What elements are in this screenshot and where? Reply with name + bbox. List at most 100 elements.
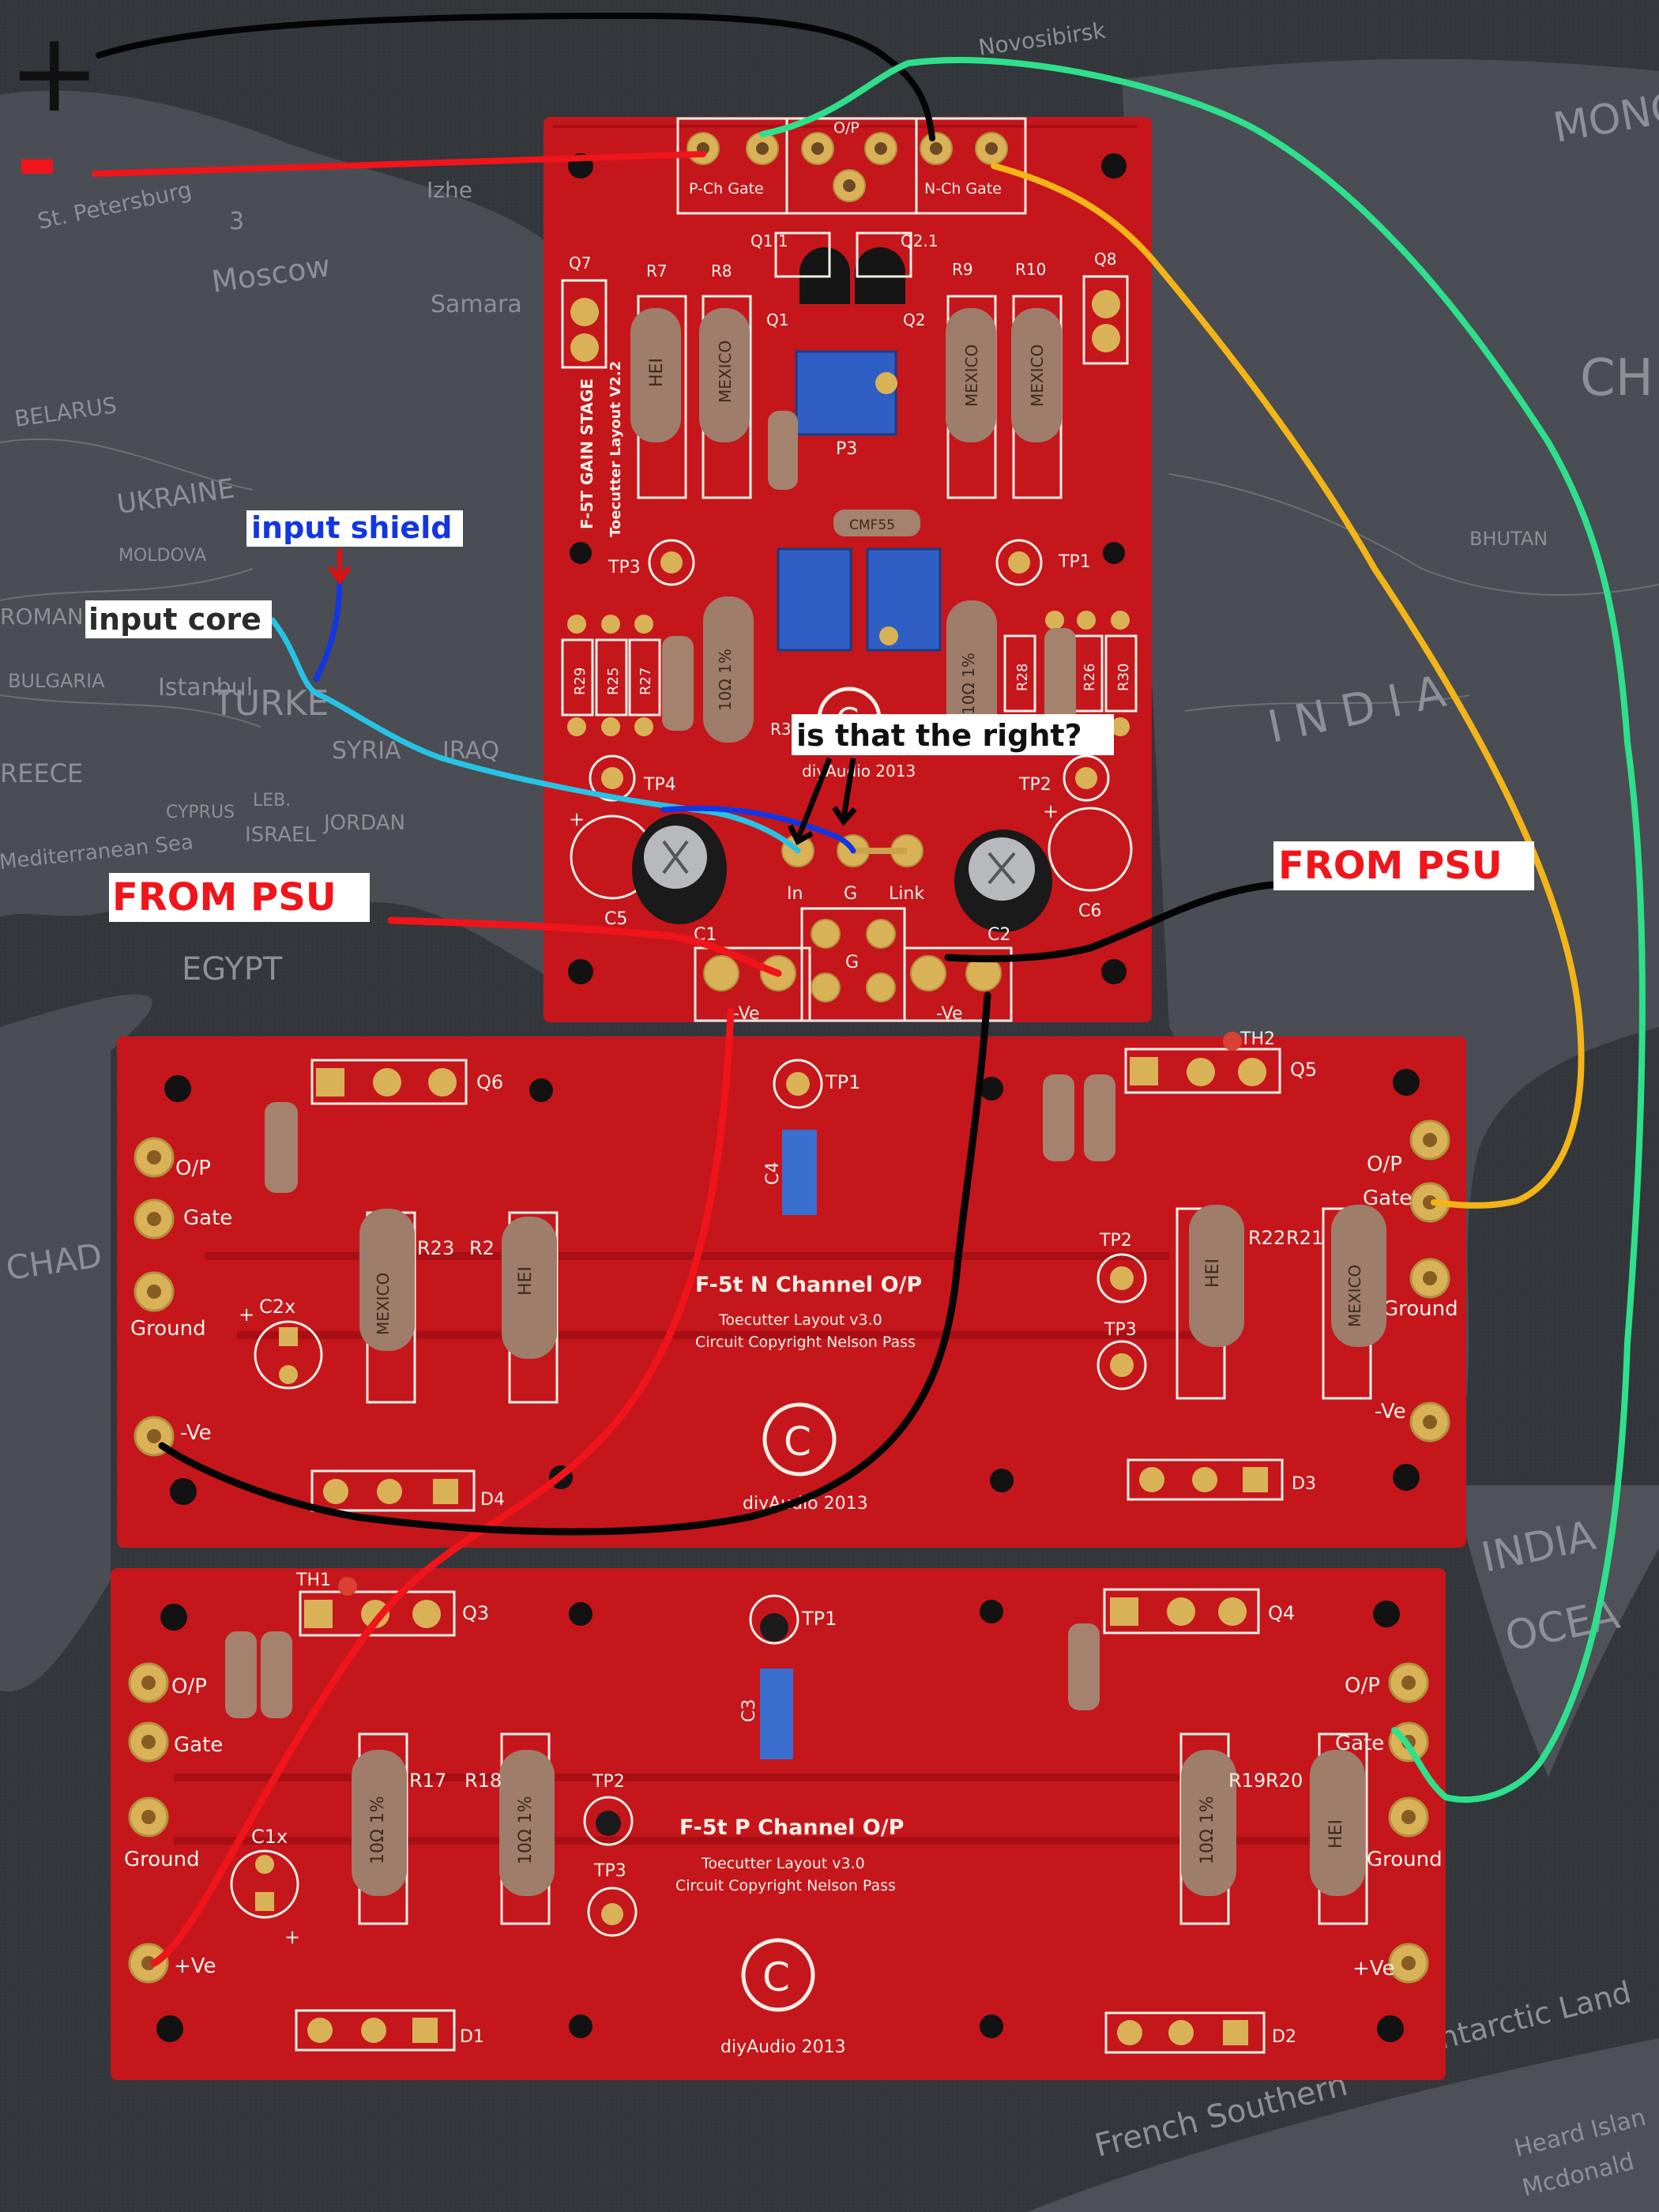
capacitor-c2 bbox=[954, 830, 1052, 932]
label-c6: C6 bbox=[1078, 901, 1101, 921]
n-board-title: F-5t N Channel O/P bbox=[695, 1273, 922, 1297]
p-label-r19: R19 bbox=[1228, 1770, 1266, 1792]
map-label-syria: SYRIA bbox=[332, 737, 401, 765]
gain-top-terminal-box bbox=[676, 117, 1027, 215]
n-label-d4: D4 bbox=[480, 1490, 505, 1510]
label-r8: R8 bbox=[711, 261, 732, 280]
p-channel-board: O/P Gate Ground +Ve O/P Gate Ground +Ve … bbox=[111, 1568, 1446, 2080]
n-label-ground-left: Ground bbox=[130, 1317, 206, 1341]
resistor-r9 bbox=[946, 308, 996, 442]
resistor-mark-r3: 10Ω 1% bbox=[716, 649, 735, 711]
resistor-r10 bbox=[1011, 308, 1062, 442]
p-board-layout: Toecutter Layout v3.0 bbox=[701, 1855, 865, 1872]
map-label-samara: Samara bbox=[431, 291, 522, 318]
map-label-greece: REECE bbox=[0, 758, 83, 788]
label-r10: R10 bbox=[1015, 260, 1046, 279]
n-board-layout: Toecutter Layout v3.0 bbox=[718, 1311, 882, 1329]
n-label-gate-right: Gate bbox=[1363, 1187, 1412, 1210]
annotation-question: is that the right? bbox=[796, 718, 1082, 753]
p-resistor-r17 bbox=[352, 1750, 407, 1896]
p-label-op-left: O/P bbox=[171, 1675, 207, 1698]
resistor-r3 bbox=[703, 596, 754, 743]
pad-g-1[interactable] bbox=[811, 919, 841, 949]
map-label-bulgaria: BULGARIA bbox=[8, 670, 105, 692]
pad-g-3[interactable] bbox=[811, 972, 841, 1003]
n-resistor-r24 bbox=[502, 1217, 557, 1359]
svg-text:C: C bbox=[762, 1954, 790, 2000]
map-label-cyprus: CYPRUS bbox=[166, 803, 235, 822]
p-label-d1: D1 bbox=[460, 2027, 484, 2047]
map-label-istanbul: Istanbul bbox=[158, 674, 253, 702]
shield-arrow bbox=[328, 549, 352, 585]
capacitor-c1 bbox=[632, 814, 727, 924]
label-neg-ve-left: -Ve bbox=[733, 1004, 760, 1024]
p-label-r17: R17 bbox=[409, 1770, 446, 1792]
trimmer-p3[interactable] bbox=[795, 350, 897, 436]
n-resistor-mark-r21: MEXICO bbox=[1345, 1265, 1364, 1327]
n-thermistor bbox=[1223, 1032, 1242, 1051]
trimmer-right[interactable] bbox=[866, 547, 942, 652]
p-label-c1x-plus: + bbox=[284, 1926, 300, 1948]
map-label-ch: CH bbox=[1580, 349, 1653, 408]
label-p3: P3 bbox=[836, 439, 857, 459]
p-label-c1x: C1x bbox=[251, 1826, 288, 1848]
annotation-input-core: input core bbox=[88, 602, 261, 637]
n-label-c4: C4 bbox=[763, 1162, 783, 1185]
n-label-tp3: TP3 bbox=[1104, 1320, 1137, 1340]
n-label-q5: Q5 bbox=[1290, 1059, 1317, 1081]
p-resistor-r19 bbox=[1181, 1750, 1236, 1896]
map-label-leb: LEB. bbox=[253, 791, 291, 811]
label-plus-c5: + bbox=[569, 808, 585, 830]
n-capacitor-c4 bbox=[782, 1130, 817, 1215]
pad-g-4[interactable] bbox=[866, 972, 896, 1003]
p-resistor-mark-r19: 10Ω 1% bbox=[1198, 1796, 1217, 1864]
p-label-d2: D2 bbox=[1272, 2027, 1296, 2047]
n-label-r23: R23 bbox=[417, 1237, 454, 1259]
pad-neg-ve-left-1[interactable] bbox=[703, 955, 739, 991]
n-label-neg-ve-right: -Ve bbox=[1375, 1400, 1406, 1424]
p-label-c3: C3 bbox=[739, 1699, 759, 1722]
p-label-ground-right: Ground bbox=[1367, 1848, 1443, 1872]
map-label-jordan: JORDAN bbox=[322, 811, 405, 835]
annotation-minus: - bbox=[16, 100, 58, 220]
annotation-from-psu-left: FROM PSU bbox=[112, 875, 337, 920]
n-resistor-mark-r23: MEXICO bbox=[374, 1273, 393, 1335]
n-label-r2x: R2 bbox=[469, 1237, 495, 1259]
map-label-3: 3 bbox=[229, 208, 244, 235]
label-q2: Q2 bbox=[903, 310, 925, 329]
map-label-israel: ISRAEL bbox=[245, 823, 316, 847]
gain-copyright-text: diyAudio 2013 bbox=[802, 762, 916, 781]
p-label-gate-left: Gate bbox=[174, 1733, 223, 1757]
n-label-tp2: TP2 bbox=[1099, 1231, 1132, 1251]
p-label-tp2: TP2 bbox=[592, 1772, 625, 1792]
annotation-input-shield: input shield bbox=[251, 510, 452, 545]
label-plus-c6: + bbox=[1043, 800, 1059, 822]
label-r30: R30 bbox=[1115, 664, 1132, 691]
pad-g-2[interactable] bbox=[866, 919, 896, 949]
wire-black-long bbox=[158, 991, 991, 1536]
p-resistor-r18 bbox=[499, 1750, 555, 1896]
trimmer-left[interactable] bbox=[777, 547, 852, 652]
map-label-egypt: EGYPT bbox=[182, 951, 283, 988]
wire-orange bbox=[991, 163, 1585, 1209]
pad-neg-ve-right-1[interactable] bbox=[910, 955, 946, 991]
label-c2: C2 bbox=[988, 925, 1010, 945]
label-r25: R25 bbox=[605, 668, 622, 695]
p-label-q4: Q4 bbox=[1268, 1602, 1295, 1624]
label-link: Link bbox=[889, 884, 924, 904]
gain-resistors-top: R7 R8 R9 R10 HEI MEXICO MEXICO MEXICO bbox=[630, 260, 1063, 499]
resistor-mark-r4: 10Ω 1% bbox=[959, 653, 978, 715]
resistor-mark-r7: HEI bbox=[647, 358, 667, 387]
wire-green bbox=[759, 57, 1646, 1803]
p-label-pos-ve-left: +Ve bbox=[174, 1954, 216, 1978]
p-label-r18: R18 bbox=[465, 1770, 502, 1792]
resistor-mark-r9: MEXICO bbox=[962, 344, 981, 407]
label-r27: R27 bbox=[638, 668, 654, 695]
label-r3: R3 bbox=[770, 720, 792, 739]
p-tp1-post bbox=[760, 1613, 788, 1642]
p-label-q3: Q3 bbox=[462, 1602, 489, 1624]
n-label-op-right: O/P bbox=[1367, 1153, 1402, 1176]
label-q1: Q1 bbox=[766, 310, 788, 329]
n-label-neg-ve-left: -Ve bbox=[180, 1421, 212, 1445]
n-label-th2: TH2 bbox=[1240, 1029, 1275, 1049]
